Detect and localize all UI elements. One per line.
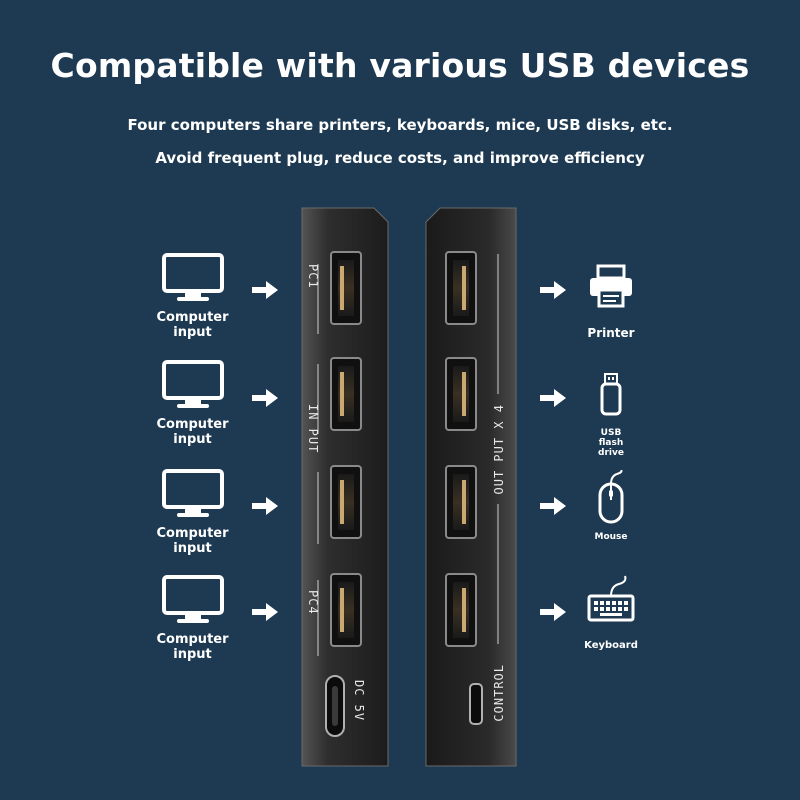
pc1-label: PC1 — [306, 264, 320, 289]
input-label: input — [173, 541, 212, 556]
headline: Compatible with various USB devices — [50, 46, 750, 85]
usb-port — [330, 357, 362, 431]
mouse-label: Mouse — [594, 532, 628, 542]
usb-c-port — [325, 675, 345, 737]
computer-label: Computer — [156, 417, 229, 432]
input-label: input — [173, 647, 212, 662]
printer-icon — [590, 264, 632, 308]
input-label: IN PUT — [306, 404, 320, 454]
keyboard-icon — [587, 575, 635, 622]
monitor-icon — [161, 469, 224, 517]
usb-port — [445, 573, 477, 647]
subtitle-line-2: Avoid frequent plug, reduce costs, and i… — [155, 149, 645, 167]
arrow-right-icon — [252, 389, 278, 407]
output-usb-flash-drive: USB flash drive — [566, 372, 656, 458]
keyboard-label: Keyboard — [584, 640, 638, 651]
output-printer: Printer — [566, 264, 656, 340]
usb-port — [330, 251, 362, 325]
mouse-icon — [598, 469, 624, 524]
usb-flash-drive-icon — [600, 373, 622, 416]
printer-label: Printer — [587, 326, 635, 340]
usb-port — [445, 251, 477, 325]
arrow-right-icon — [540, 603, 566, 621]
monitor-icon — [161, 360, 224, 408]
arrow-right-icon — [252, 281, 278, 299]
monitor-icon — [161, 575, 224, 623]
computer-label: Computer — [156, 526, 229, 541]
computer-label: Computer — [156, 310, 229, 325]
output-keyboard: Keyboard — [566, 574, 656, 651]
micro-usb-port — [469, 683, 483, 725]
control-label: CONTROL — [492, 664, 506, 722]
output-x4-label: OUT PUT X 4 — [492, 404, 506, 495]
input-label: input — [173, 432, 212, 447]
pc4-label: PC4 — [306, 590, 320, 615]
usb-port — [330, 573, 362, 647]
arrow-right-icon — [252, 603, 278, 621]
switch-output-side — [425, 207, 517, 767]
input-label: input — [173, 325, 212, 340]
usb-port — [445, 357, 477, 431]
arrow-right-icon — [540, 389, 566, 407]
usb-port — [330, 465, 362, 539]
usb-flash-drive-label: USB flash drive — [598, 428, 624, 458]
arrow-right-icon — [540, 497, 566, 515]
usb-port — [445, 465, 477, 539]
computer-label: Computer — [156, 632, 229, 647]
arrow-right-icon — [540, 281, 566, 299]
monitor-icon — [161, 253, 224, 301]
switch-input-side — [301, 207, 389, 767]
subtitle-line-1: Four computers share printers, keyboards… — [127, 116, 673, 134]
dc-5v-label: DC 5V — [352, 680, 366, 722]
arrow-right-icon — [252, 497, 278, 515]
output-mouse: Mouse — [566, 469, 656, 542]
